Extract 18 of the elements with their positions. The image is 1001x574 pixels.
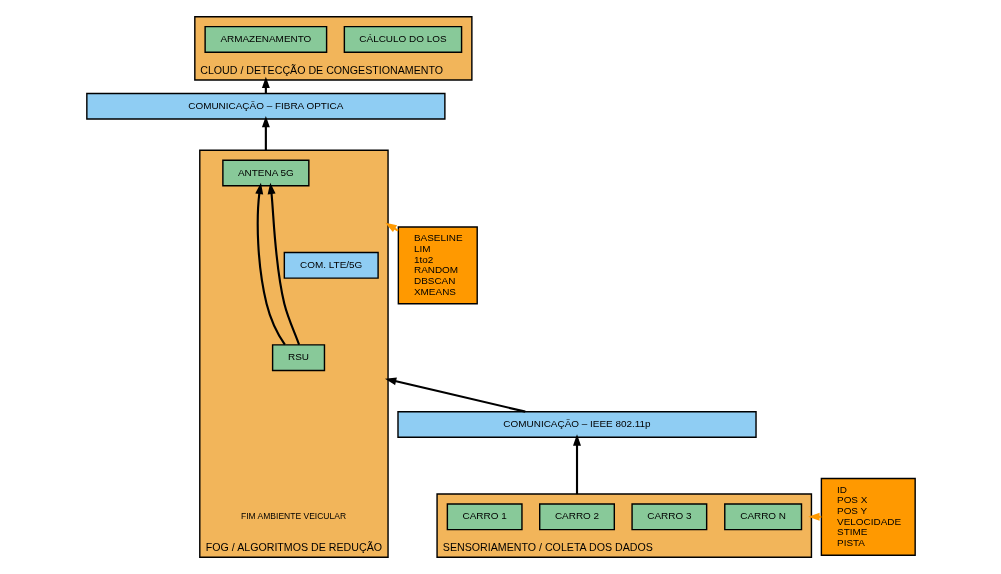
- node-box: BASELINE LIM 1to2 RANDOM DBSCAN XMEANS: [397, 226, 478, 305]
- node-box: CARRO N: [723, 503, 802, 531]
- arrow: [261, 115, 270, 151]
- node-box: COMUNICAÇÃO – FIBRA OPTICA: [85, 92, 446, 120]
- arrow: [572, 434, 581, 495]
- node-box: CARRO 1: [446, 503, 523, 531]
- node-box: ANTENA 5G: [221, 159, 310, 187]
- node-box: COMUNICAÇÃO – IEEE 802.11p: [396, 410, 757, 438]
- arrow: [254, 182, 286, 346]
- arrow: [267, 182, 300, 346]
- node-box: ARMAZENAMENTO: [203, 25, 327, 53]
- node-box: RSU: [271, 344, 325, 372]
- node-box: COM. LTE/5G: [283, 251, 379, 279]
- node-box: CÁLCULO DO LOS: [343, 25, 462, 53]
- arrow: [384, 377, 526, 413]
- node-box: CARRO 3: [630, 503, 707, 531]
- node-box: CARRO 2: [538, 503, 615, 531]
- label: FIM AMBIENTE VEICULAR: [240, 511, 346, 522]
